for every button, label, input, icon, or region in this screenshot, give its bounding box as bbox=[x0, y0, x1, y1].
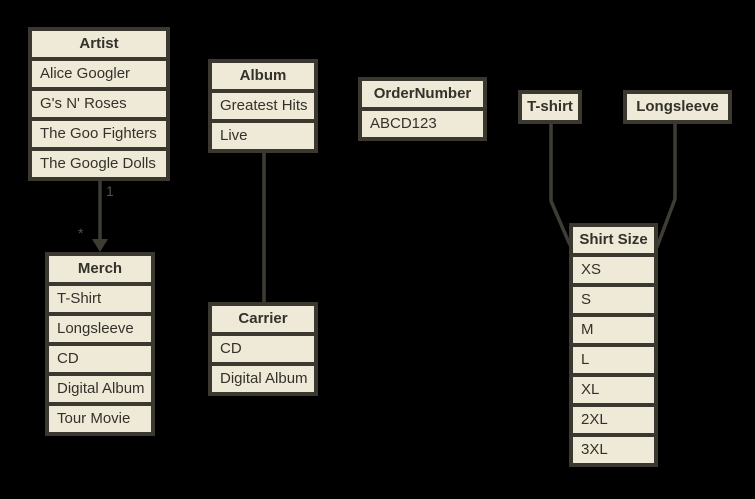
table-row: S bbox=[573, 287, 654, 313]
table-title: Shirt Size bbox=[573, 227, 654, 253]
table-title: Merch bbox=[49, 256, 151, 282]
table-row: ABCD123 bbox=[362, 111, 483, 137]
table-row: Longsleeve bbox=[49, 316, 151, 342]
table-row: 2XL bbox=[573, 407, 654, 433]
table-row: CD bbox=[49, 346, 151, 372]
table-tshirt: T-shirt bbox=[518, 90, 582, 124]
table-row: XS bbox=[573, 257, 654, 283]
cardinality-label: 1 bbox=[106, 183, 114, 199]
table-title: Artist bbox=[32, 31, 166, 57]
table-row: G's N' Roses bbox=[32, 91, 166, 117]
table-longsleeve: Longsleeve bbox=[623, 90, 732, 124]
table-row: The Google Dolls bbox=[32, 151, 166, 177]
connector-longsleeve-shirtsize bbox=[655, 122, 677, 248]
table-title: Longsleeve bbox=[627, 94, 728, 120]
table-row: T-Shirt bbox=[49, 286, 151, 312]
table-row: CD bbox=[212, 336, 314, 362]
table-row: Tour Movie bbox=[49, 406, 151, 432]
table-title: Carrier bbox=[212, 306, 314, 332]
table-row: Digital Album bbox=[212, 366, 314, 392]
table-row: Digital Album bbox=[49, 376, 151, 402]
table-row: Alice Googler bbox=[32, 61, 166, 87]
table-row: Live bbox=[212, 123, 314, 149]
table-title: Album bbox=[212, 63, 314, 89]
connector-tshirt-shirtsize bbox=[549, 122, 572, 246]
table-row: Greatest Hits bbox=[212, 93, 314, 119]
table-row: The Goo Fighters bbox=[32, 121, 166, 147]
cardinality-label: * bbox=[78, 225, 84, 241]
arrowhead-icon bbox=[92, 239, 108, 252]
table-title: OrderNumber bbox=[362, 81, 483, 107]
table-row: XL bbox=[573, 377, 654, 403]
table-row: L bbox=[573, 347, 654, 373]
table-row: 3XL bbox=[573, 437, 654, 463]
table-title: T-shirt bbox=[522, 94, 578, 120]
table-row: M bbox=[573, 317, 654, 343]
